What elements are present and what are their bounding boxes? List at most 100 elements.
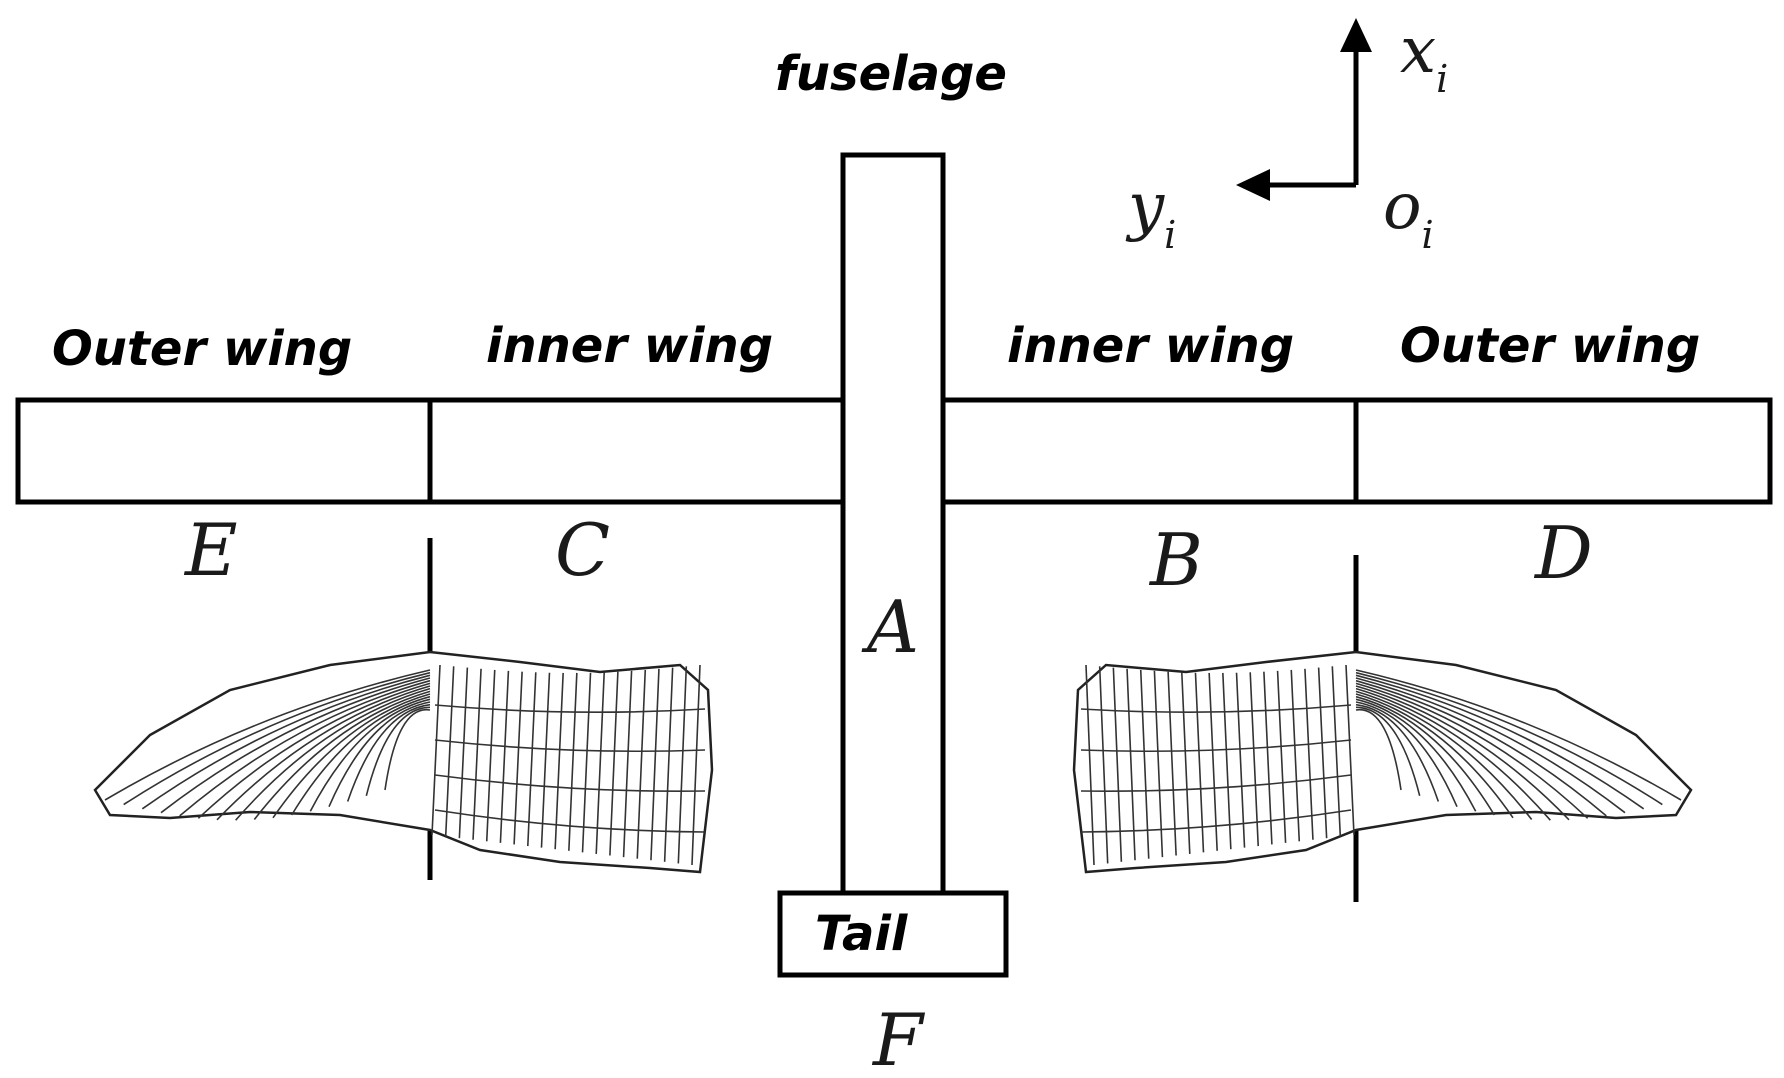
y-axis-label: yi <box>1125 170 1176 257</box>
left-wing-illustration <box>93 650 714 874</box>
secondary-feather-line <box>1153 670 1164 858</box>
primary-feather-line <box>1355 687 1551 821</box>
bird-wing-icon <box>93 650 714 874</box>
outer-wing-left-label: Outer wing <box>52 321 352 377</box>
covert-feather-row <box>434 739 706 753</box>
secondary-feather-line <box>650 668 660 861</box>
secondary-feather-line <box>1208 672 1218 851</box>
tail-label: Tail <box>815 906 908 962</box>
primary-feather-line <box>346 703 431 802</box>
primary-feather-line <box>179 679 431 817</box>
primary-feather-line <box>1355 677 1626 814</box>
secondary-feather-line <box>1098 666 1109 864</box>
primary-feather-line <box>235 687 431 821</box>
primary-feather-line <box>197 682 431 819</box>
primary-feather-line <box>1355 701 1458 808</box>
y-axis-arrow-icon <box>1236 169 1270 201</box>
secondary-feather-line <box>1317 667 1328 839</box>
part-label-A: A <box>861 585 919 669</box>
part-label-F: F <box>871 998 926 1078</box>
secondary-feather-line <box>636 669 647 859</box>
part-label-E: E <box>183 508 238 592</box>
primary-feather-line <box>253 690 431 821</box>
secondary-feather-line <box>431 664 441 836</box>
primary-feather-line <box>384 709 431 791</box>
covert-feather-row <box>1080 774 1352 792</box>
secondary-feather-line <box>677 666 688 864</box>
primary-feather-line <box>104 669 431 801</box>
secondary-feather-line <box>1331 666 1342 837</box>
primary-feather-line <box>1355 706 1421 797</box>
secondary-feather-line <box>458 667 469 839</box>
primary-feather-line <box>309 698 431 812</box>
inner-wing-left-label: inner wing <box>486 318 773 374</box>
fuselage-label: fuselage <box>775 46 1007 102</box>
secondary-feather-line <box>554 672 564 850</box>
secondary-feather-line <box>622 670 633 858</box>
primary-feather-line <box>328 701 431 808</box>
primary-feather-line <box>272 693 431 819</box>
primary-feather-line <box>1355 690 1533 821</box>
part-label-B: B <box>1148 518 1203 602</box>
right-wing-illustration <box>1072 650 1693 874</box>
primary-feather-line <box>160 677 431 814</box>
secondary-feather-line <box>485 669 496 842</box>
secondary-feather-line <box>1263 671 1273 845</box>
part-label-C: C <box>555 508 610 592</box>
x-axis-label: xi <box>1400 14 1448 101</box>
secondary-feather-line <box>1139 669 1150 859</box>
secondary-feather-line <box>1222 672 1232 850</box>
secondary-feather-line <box>513 671 523 845</box>
secondary-feather-line <box>444 666 455 837</box>
secondary-feather-line <box>1290 669 1301 842</box>
primary-feather-line <box>1355 674 1645 810</box>
primary-feather-line <box>1355 671 1663 806</box>
primary-feather-line <box>365 706 431 797</box>
covert-feather-row <box>1080 809 1352 833</box>
secondary-feather-line <box>1276 670 1287 843</box>
primary-feather-line <box>290 695 431 816</box>
inner-wing-right-label: inner wing <box>1007 318 1294 374</box>
bird-wing-icon <box>1072 650 1693 874</box>
tail-box <box>777 890 1009 978</box>
primary-feather-line <box>123 671 431 806</box>
primary-feather-line <box>1355 679 1607 817</box>
origin-label: oi <box>1383 170 1434 257</box>
covert-feather-row <box>1080 739 1352 753</box>
secondary-feather-line <box>499 670 510 843</box>
primary-feather-line <box>1355 709 1402 791</box>
secondary-feather-line <box>1167 671 1177 856</box>
wing-outline <box>1072 650 1693 874</box>
primary-feather-line <box>141 674 431 810</box>
secondary-feather-line <box>472 668 482 840</box>
secondary-feather-line <box>1249 672 1260 847</box>
outer-wing-right-label: Outer wing <box>1400 318 1700 374</box>
primary-feather-line <box>1355 703 1440 802</box>
covert-feather-row <box>434 704 706 713</box>
secondary-feather-line <box>1235 672 1246 848</box>
fuselage-body <box>840 152 946 898</box>
secondary-feather-line <box>581 672 592 853</box>
secondary-feather-line <box>663 667 674 862</box>
secondary-feather-line <box>1112 667 1123 862</box>
covert-feather-row <box>1080 704 1352 713</box>
secondary-feather-line <box>568 672 578 851</box>
secondary-feather-line <box>1194 672 1205 853</box>
secondary-feather-line <box>1345 664 1355 836</box>
primary-feather-line <box>1355 695 1496 816</box>
primary-feather-line <box>216 685 431 821</box>
secondary-feather-line <box>1126 668 1136 861</box>
primary-feather-line <box>1355 693 1514 819</box>
primary-feather-line <box>1355 669 1682 801</box>
coordinate-axes <box>1236 18 1372 201</box>
primary-feather-line <box>1355 685 1570 821</box>
secondary-feather-line <box>540 672 551 848</box>
covert-feather-row <box>434 774 706 792</box>
primary-feather-line <box>1355 698 1477 812</box>
x-axis-arrow-icon <box>1340 18 1372 52</box>
secondary-feather-line <box>595 672 606 854</box>
secondary-feather-line <box>526 672 537 847</box>
part-label-D: D <box>1533 511 1593 595</box>
secondary-feather-line <box>609 671 619 856</box>
